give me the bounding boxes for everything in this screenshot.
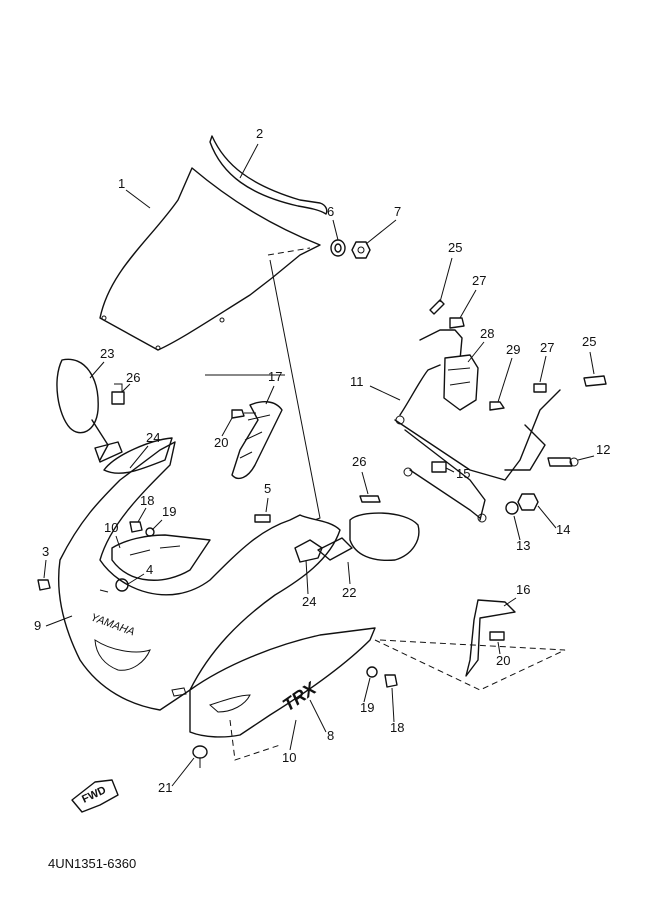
grommet-4 <box>115 578 129 592</box>
callout-22: 22 <box>342 585 356 600</box>
cowling-stay <box>394 329 561 523</box>
inner-panel <box>111 534 211 581</box>
callout-26-right: 26 <box>352 454 366 469</box>
callout-20-upper: 20 <box>214 435 228 450</box>
callout-28: 28 <box>480 326 494 341</box>
collar-right <box>533 383 547 393</box>
screw-mirror <box>111 383 125 405</box>
front-cowling <box>58 441 341 711</box>
callout-27-right: 27 <box>540 340 554 355</box>
rivet-21 <box>192 745 208 768</box>
callout-14: 14 <box>556 522 570 537</box>
callout-13: 13 <box>516 538 530 553</box>
callout-15: 15 <box>456 466 470 481</box>
bolt-12 <box>547 457 579 467</box>
windshield <box>99 167 321 351</box>
side-mirror-right <box>349 512 420 562</box>
callout-8: 8 <box>327 728 334 743</box>
bolt-20-right <box>489 631 505 641</box>
callout-18-upper: 18 <box>140 493 154 508</box>
damper-13 <box>505 501 519 515</box>
callout-25-upper: 25 <box>448 240 462 255</box>
screw-3 <box>37 579 51 591</box>
forward-arrow: FWD <box>71 779 119 813</box>
callout-3: 3 <box>42 544 49 559</box>
bolt-29 <box>489 401 505 411</box>
callout-26-mirror: 26 <box>126 370 140 385</box>
guide-line-cowl <box>229 719 281 761</box>
guide-line-lower <box>374 639 566 691</box>
screw-18-lower <box>384 674 398 688</box>
callout-25-right: 25 <box>582 334 596 349</box>
bolt-15 <box>431 461 447 473</box>
callout-21: 21 <box>158 780 172 795</box>
screw-26-right <box>359 495 381 503</box>
callout-19-lower: 19 <box>360 700 374 715</box>
meter-panel-bracket <box>231 401 283 480</box>
windshield-trim <box>209 135 328 215</box>
callout-17: 17 <box>268 369 282 384</box>
callout-9: 9 <box>34 618 41 633</box>
callout-23: 23 <box>100 346 114 361</box>
callout-2: 2 <box>256 126 263 141</box>
callout-20-lower: 20 <box>496 653 510 668</box>
callout-5: 5 <box>264 481 271 496</box>
callout-18-lower: 18 <box>390 720 404 735</box>
callout-27-upper: 27 <box>472 273 486 288</box>
callout-24-upper: 24 <box>146 430 160 445</box>
callout-4: 4 <box>146 562 153 577</box>
relay-bracket <box>443 354 479 411</box>
callout-10-upper: 10 <box>104 520 118 535</box>
callout-29: 29 <box>506 342 520 357</box>
collar-19-lower <box>366 666 378 678</box>
callout-10-lower: 10 <box>282 750 296 765</box>
callout-6: 6 <box>327 204 334 219</box>
collar-19-upper <box>145 527 155 537</box>
callout-7: 7 <box>394 204 401 219</box>
well-nut <box>351 241 371 259</box>
rear-view-mirror <box>56 358 123 463</box>
bolt-upper <box>231 409 256 419</box>
drawing-code: 4UN1351-6360 <box>48 856 136 871</box>
side-bracket <box>465 599 516 677</box>
under-cowling <box>189 627 376 738</box>
guide-line-windshield <box>267 247 311 256</box>
screw-18-upper <box>129 521 143 533</box>
screen-panel-upper <box>103 437 173 474</box>
callout-11: 11 <box>350 374 364 389</box>
side-stay <box>294 537 353 563</box>
callout-19-upper: 19 <box>162 504 176 519</box>
callout-12: 12 <box>596 442 610 457</box>
guide-line-screen <box>269 259 321 526</box>
spacer-25-right <box>583 375 607 387</box>
callout-16: 16 <box>516 582 530 597</box>
nut-14 <box>517 493 539 511</box>
collar-upper <box>449 317 465 329</box>
callout-1: 1 <box>118 176 125 191</box>
callouts: 1 2 3 4 5 6 7 8 9 10 10 11 12 13 14 15 1… <box>34 126 610 795</box>
bolt-5 <box>254 514 271 523</box>
bolt-25-upper <box>429 299 445 315</box>
grommet <box>330 239 346 257</box>
callout-24-lower: 24 <box>302 594 316 609</box>
